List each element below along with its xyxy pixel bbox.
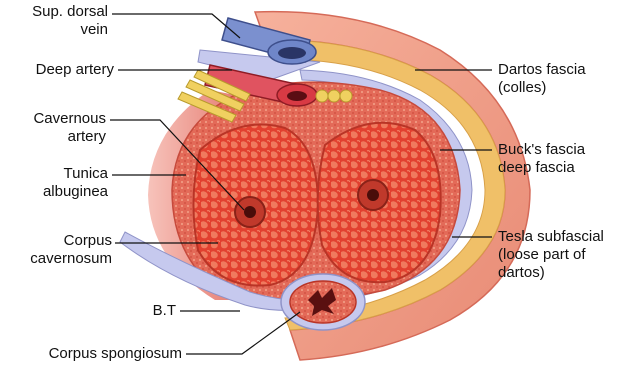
label-tesla-subfascial: Tesla subfascial (loose part of dartos): [498, 228, 638, 282]
corpus-spongiosum: [281, 274, 365, 330]
corpus-cavernosum-right: [318, 123, 441, 282]
leader-corpus-spongiosum: [186, 312, 300, 354]
label-deep-artery: Deep artery: [8, 61, 114, 79]
leader-sup-dorsal-vein: [112, 14, 240, 38]
label-tunica-albuginea: Tunica albuginea: [16, 165, 108, 201]
label-corpus-spongiosum: Corpus spongiosum: [26, 345, 182, 363]
label-bt: B.T: [118, 302, 176, 320]
label-sup-dorsal-vein: Sup. dorsal vein: [12, 3, 108, 39]
label-bucks-fascia: Buck's fascia deep fascia: [498, 141, 636, 177]
label-cavernous-artery: Cavernous artery: [16, 110, 106, 146]
label-corpus-cavernosum: Corpus cavernosum: [10, 232, 112, 268]
label-dartos-fascia: Dartos fascia (colles): [498, 61, 636, 97]
corpus-cavernosum-left: [193, 124, 318, 285]
